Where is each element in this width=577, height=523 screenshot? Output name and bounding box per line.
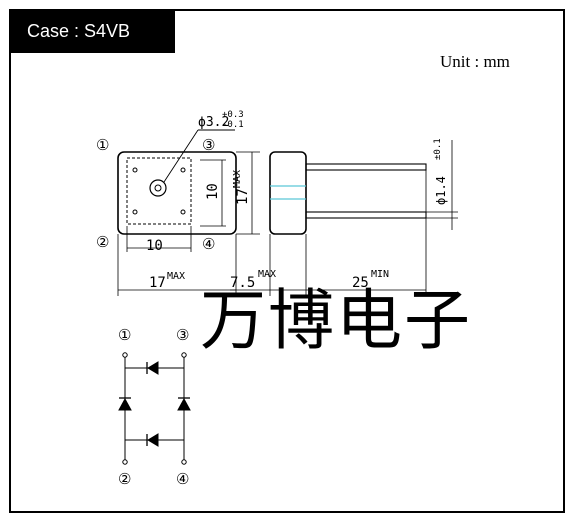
lead bbox=[305, 163, 427, 171]
body-depth-dim: 7.5 bbox=[230, 275, 255, 291]
diode-top bbox=[147, 361, 159, 375]
drawing-frame bbox=[9, 9, 565, 513]
lead-dia-dim: ϕ1.4 bbox=[434, 176, 448, 205]
diode-left bbox=[118, 397, 132, 411]
height-max-suffix: MAX bbox=[232, 170, 243, 188]
pin-labels-top: ① ③ ② ④ bbox=[96, 136, 215, 253]
body-outline bbox=[269, 151, 307, 235]
width-max-suffix: MAX bbox=[167, 271, 185, 282]
terminal-4 bbox=[181, 459, 187, 465]
lead-length-dim: 25 bbox=[352, 275, 369, 291]
lead-hole bbox=[132, 167, 138, 173]
lead-length-suffix: MIN bbox=[371, 269, 389, 280]
hole-tol-minus: -0.1 bbox=[222, 120, 244, 130]
sch-pin-1-label: ① bbox=[118, 326, 131, 344]
top-view bbox=[117, 129, 260, 296]
sch-pin-4-label: ④ bbox=[176, 470, 189, 488]
diode-bottom bbox=[147, 433, 159, 447]
lead-dia-tol: ±0.1 bbox=[433, 138, 443, 160]
side-view bbox=[230, 140, 458, 296]
inner-height-dim: 10 bbox=[205, 183, 221, 200]
pin-3-label: ③ bbox=[202, 136, 215, 154]
lead-hole bbox=[180, 167, 186, 173]
diode-right bbox=[177, 397, 191, 411]
lead-hole bbox=[180, 209, 186, 215]
watermark-text: 万博电子 bbox=[200, 282, 472, 359]
mounting-hole-center bbox=[154, 184, 162, 192]
terminal-1 bbox=[122, 352, 128, 358]
terminal-3 bbox=[181, 352, 187, 358]
package-outline bbox=[117, 151, 237, 235]
sch-pin-3-label: ③ bbox=[176, 326, 189, 344]
dimension-labels: ϕ3.2 +0.3 -0.1 10 10 17 MAX 17 MAX 7.5 M… bbox=[146, 110, 448, 291]
unit-label: Unit : mm bbox=[440, 52, 510, 71]
bridge-schematic: ① ③ ② ④ bbox=[118, 326, 191, 488]
pin-1-label: ① bbox=[96, 136, 109, 154]
lead bbox=[305, 211, 427, 219]
body-depth-suffix: MAX bbox=[258, 269, 276, 280]
terminal-2 bbox=[122, 459, 128, 465]
inner-width-dim: 10 bbox=[146, 238, 163, 254]
lead-hole bbox=[132, 209, 138, 215]
hole-tol-plus: +0.3 bbox=[222, 110, 244, 120]
case-label: Case : S4VB bbox=[9, 9, 175, 53]
pin-2-label: ② bbox=[96, 233, 109, 251]
hole-dim: ϕ3.2 bbox=[198, 115, 229, 130]
pin-4-label: ④ bbox=[202, 235, 215, 253]
sch-pin-2-label: ② bbox=[118, 470, 131, 488]
width-max-dim: 17 bbox=[149, 275, 166, 291]
height-max-dim: 17 bbox=[235, 188, 251, 205]
mounting-hole bbox=[149, 179, 167, 197]
inner-square bbox=[126, 157, 192, 225]
